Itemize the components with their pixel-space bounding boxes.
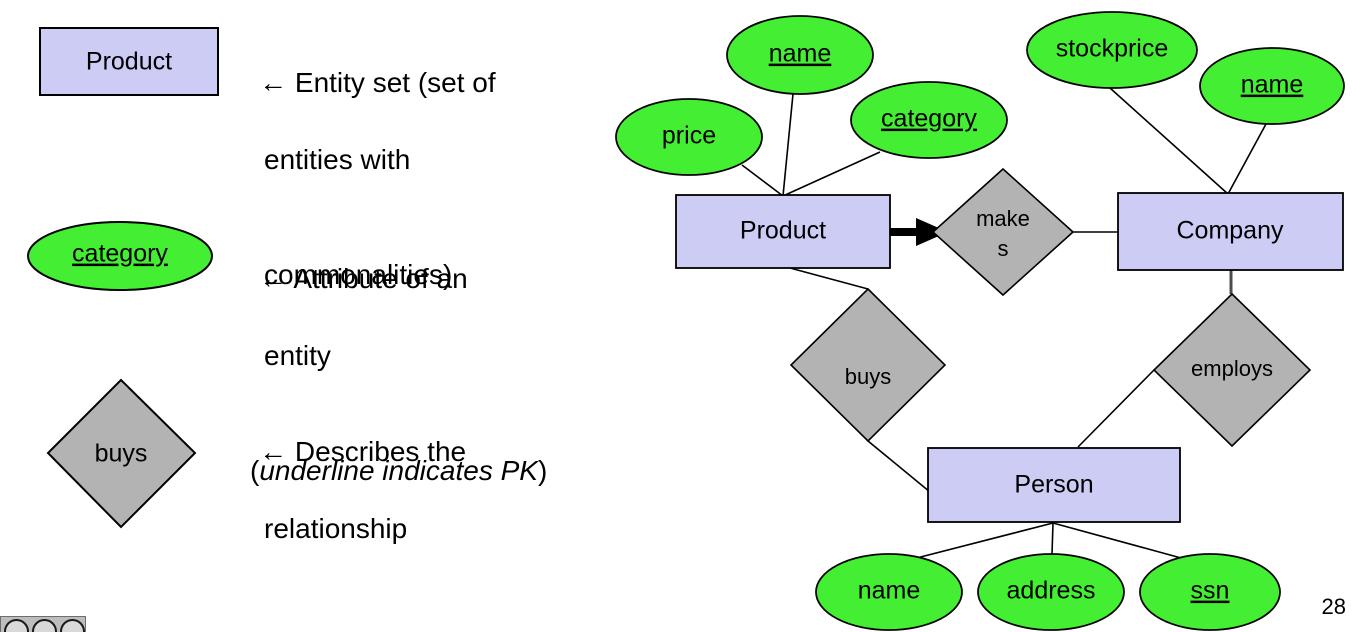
edge-product-buys <box>789 267 869 290</box>
entity-product: Product <box>675 194 891 269</box>
attribute-company-stockprice: stockprice <box>1026 11 1198 89</box>
relationship-buys: buys <box>789 287 947 443</box>
entity-person: Person <box>927 447 1181 523</box>
attribute-product-category-label: category <box>881 105 977 133</box>
legend-relationship-desc-line2: relationship <box>264 513 408 545</box>
attribute-person-name: name <box>815 553 963 631</box>
edge-person-address <box>1051 522 1054 555</box>
cc-circle-icon-1 <box>4 618 29 632</box>
attribute-person-ssn-label: ssn <box>1191 577 1230 605</box>
attribute-company-name-label: name <box>1241 71 1304 99</box>
legend-attribute-label: category <box>72 240 168 268</box>
relationship-makes-label-line1: make <box>976 206 1030 231</box>
entity-company: Company <box>1117 192 1344 271</box>
pk-note-close: ) <box>537 455 548 487</box>
legend-relationship-desc-line3: between <box>228 625 466 632</box>
legend-entity-desc-line3: commonalities) <box>264 259 453 291</box>
edge-employs-person <box>1077 369 1155 448</box>
edge-person-name <box>904 522 1054 562</box>
legend-entity-description: ← Entity set (set of entities with commo… <box>228 26 496 371</box>
relationship-buys-label: buys <box>845 364 891 389</box>
legend-entity-desc-line1: ← Entity set (set of <box>259 67 496 99</box>
cc-circle-icon-3 <box>60 618 85 632</box>
legend-attribute-desc-line1: ← Attribute of an <box>259 263 468 295</box>
attribute-company-stockprice-label: stockprice <box>1056 35 1169 63</box>
edge-company-stockprice <box>1109 87 1229 195</box>
legend-relationship-desc-line1: ← Describes the <box>259 436 467 468</box>
pk-note-open: ( <box>250 455 260 487</box>
edge-product-price <box>741 164 784 197</box>
attribute-product-price: price <box>615 98 763 176</box>
legend-entity-shape: Product <box>39 27 219 96</box>
relationship-makes: make s <box>931 167 1075 297</box>
pk-note-italic: underline indicates PK <box>259 455 538 487</box>
attribute-person-address-label: address <box>1007 577 1096 605</box>
legend-attribute-description: ← Attribute of an entity (underline indi… <box>228 222 547 567</box>
attribute-product-price-label: price <box>662 122 716 150</box>
legend-relationship-shape: buys <box>46 378 197 529</box>
entity-person-label: Person <box>1014 471 1093 499</box>
attribute-product-name-label: name <box>769 40 832 68</box>
entity-company-label: Company <box>1177 217 1284 245</box>
edge-product-category <box>782 151 881 197</box>
legend-attribute-desc-line2: entity <box>264 340 331 372</box>
attribute-person-address: address <box>977 553 1125 631</box>
relationship-makes-label-line2: s <box>998 236 1009 261</box>
page-number: 28 <box>1321 594 1346 619</box>
attribute-person-name-label: name <box>858 577 921 605</box>
relationship-employs: employs <box>1152 292 1312 448</box>
legend-entity-label: Product <box>86 48 172 76</box>
edge-person-ssn <box>1052 522 1193 562</box>
legend-attribute-pk-note: (underline indicates PK) <box>228 452 547 490</box>
legend-relationship-label: buys <box>95 440 148 468</box>
attribute-company-name: name <box>1199 47 1345 125</box>
relationship-employs-label: employs <box>1191 356 1273 381</box>
creative-commons-badge-icon <box>0 616 86 632</box>
attribute-person-ssn: ssn <box>1139 553 1281 631</box>
connector-lines <box>741 87 1267 562</box>
edge-buys-person <box>867 440 931 493</box>
attribute-product-name: name <box>726 15 874 95</box>
cc-circle-icon-2 <box>32 618 57 632</box>
edge-product-name <box>782 93 794 197</box>
legend-attribute-shape: category <box>27 221 213 291</box>
entity-product-label: Product <box>740 217 826 245</box>
legend-entity-desc-line2: entities with <box>264 144 411 176</box>
legend-relationship-description: ← Describes the relationship between ent… <box>228 395 466 632</box>
attribute-product-category: category <box>850 81 1008 159</box>
edge-company-name <box>1227 123 1267 195</box>
